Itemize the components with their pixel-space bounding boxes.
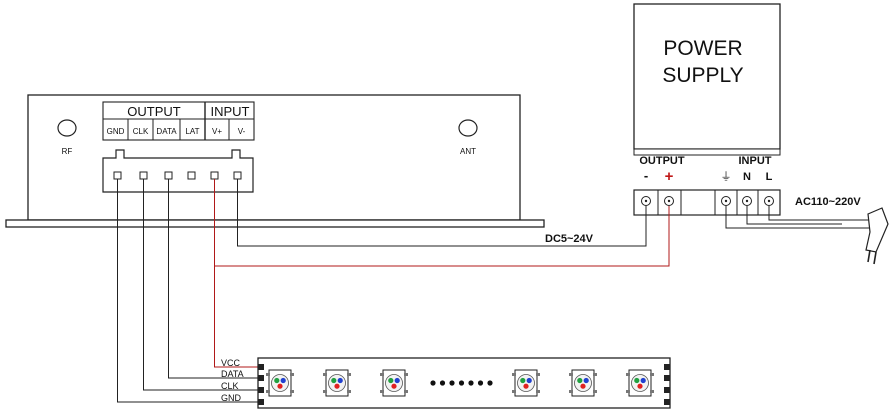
- terminal-lat: [187, 171, 196, 180]
- ps-minus-label: -: [644, 168, 648, 183]
- ellipsis-dot: [468, 380, 474, 386]
- wire-vcc: [214, 179, 258, 368]
- pin-lat: LAT: [185, 127, 199, 136]
- led-chip: [323, 369, 351, 397]
- led-chip: [626, 369, 654, 397]
- terminal-gnd: [113, 171, 122, 180]
- ps-input-label: INPUT: [739, 155, 772, 167]
- ps-l-label: L: [766, 171, 773, 183]
- rf-label: RF: [62, 147, 73, 156]
- ps-plus-label: +: [665, 168, 674, 185]
- pin-gnd: GND: [107, 127, 125, 136]
- controller-connector: [102, 149, 254, 193]
- wire-data: [168, 179, 258, 379]
- strip-label-gnd: GND: [221, 393, 242, 403]
- led-chip: [512, 369, 540, 397]
- ps-output-label: OUTPUT: [639, 155, 685, 167]
- ac-voltage-label: AC110~220V: [795, 196, 861, 208]
- ellipsis-dot: [449, 380, 455, 386]
- led-chip: [266, 369, 294, 397]
- pin-vminus: V-: [238, 127, 246, 136]
- ground-icon: ⏚: [721, 170, 732, 183]
- ellipsis-dots: [430, 380, 493, 386]
- led-chip: [569, 369, 597, 397]
- ant-label: ANT: [460, 147, 476, 156]
- dc-voltage-label: DC5~24V: [545, 233, 594, 245]
- ant-knob: [458, 119, 478, 137]
- pin-label-table: OUTPUT INPUT GND CLK DATA LAT V+ V-: [102, 101, 255, 141]
- ac-mains-cable: [725, 206, 889, 265]
- ellipsis-dot: [430, 380, 436, 386]
- strip-label-clk: CLK: [221, 381, 239, 391]
- wire-dc-positive: [214, 206, 670, 267]
- output-header: OUTPUT: [127, 104, 181, 119]
- wire-gnd: [117, 179, 258, 403]
- ellipsis-dot: [458, 380, 465, 386]
- pin-vplus: V+: [212, 127, 222, 136]
- terminal-vminus: [233, 171, 242, 180]
- wire-clk: [143, 179, 258, 391]
- power-supply-title-2: SUPPLY: [662, 64, 743, 87]
- terminal-data: [164, 171, 173, 180]
- power-supply-title-1: POWER: [663, 37, 742, 60]
- led-group: [266, 369, 654, 397]
- rf-knob: [57, 119, 77, 137]
- ps-n-label: N: [743, 171, 751, 183]
- power-supply: POWER SUPPLY OUTPUT INPUT - + ⏚ N L: [633, 3, 781, 216]
- pin-clk: CLK: [133, 127, 149, 136]
- ellipsis-dot: [487, 380, 493, 386]
- pin-data: DATA: [156, 127, 177, 136]
- strip-label-vcc: VCC: [221, 358, 241, 368]
- led-strip: VCC DATA CLK GND: [221, 357, 671, 409]
- ac-plug-icon: [865, 207, 889, 253]
- ellipsis-dot: [439, 380, 446, 386]
- controller-box: RF ANT OUTPUT INPUT GND CLK DATA LAT V+ …: [5, 94, 545, 228]
- led-chip: [380, 369, 408, 397]
- terminal-vplus: [210, 171, 219, 180]
- wire-dc-negative: [237, 179, 647, 247]
- terminal-clk: [139, 171, 148, 180]
- strip-label-data: DATA: [221, 369, 244, 379]
- input-header: INPUT: [211, 104, 250, 119]
- ellipsis-dot: [477, 380, 484, 386]
